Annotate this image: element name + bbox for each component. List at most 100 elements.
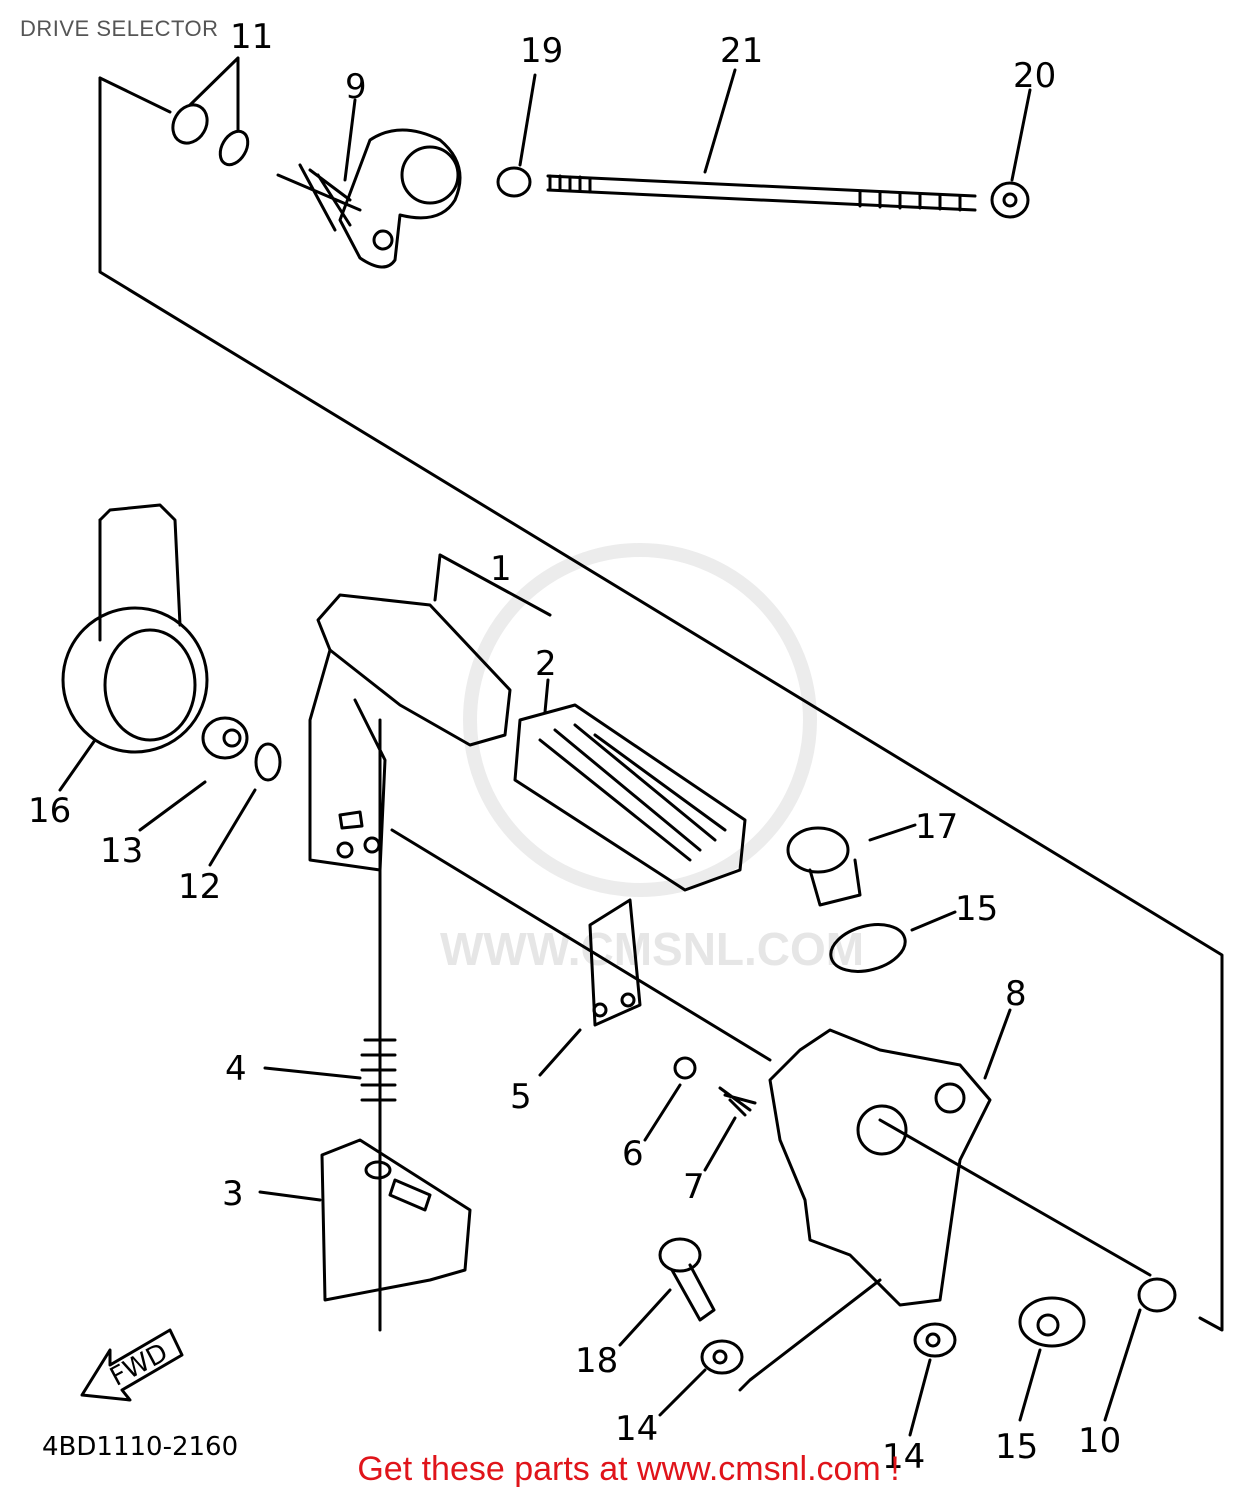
leader-line: [208, 788, 257, 867]
callout-part-14-left: 14: [615, 1409, 658, 1449]
leader-line: [658, 1368, 707, 1417]
callout-part-2: 2: [535, 644, 557, 684]
o-ring-part-11: [218, 129, 250, 167]
callout-part-18: 18: [575, 1341, 618, 1381]
leader-line: [188, 56, 240, 132]
leader-line: [983, 1008, 1012, 1080]
callout-part-5: 5: [510, 1077, 532, 1117]
washer-part-15: [1018, 1296, 1086, 1348]
callout-part-10: 10: [1078, 1421, 1121, 1461]
callout-part-16: 16: [28, 791, 71, 831]
handle-bracket-part-1: [308, 648, 387, 872]
callout-part-17: 17: [915, 807, 958, 847]
callout-part-11: 11: [230, 17, 273, 57]
bracket-hole: [336, 841, 354, 859]
washer-part-14: [913, 1322, 957, 1358]
fwd-label: FWD: [105, 1338, 173, 1393]
leader-line: [738, 1278, 882, 1392]
grip-ring-inner: [103, 628, 197, 742]
callout-part-6: 6: [622, 1134, 644, 1174]
leader-line: [908, 1358, 932, 1437]
plate-hole: [592, 1002, 608, 1018]
watermark: WWW.CMSNL.COM: [440, 543, 864, 975]
leader-line: [1018, 1348, 1042, 1422]
callout-part-13: 13: [100, 831, 143, 871]
leader-line: [1010, 88, 1032, 182]
callout-part-19: 19: [520, 31, 563, 71]
leader-line: [258, 1190, 322, 1202]
housing-hole: [934, 1082, 966, 1114]
leader-line: [868, 823, 917, 842]
handle-part-1: [316, 593, 512, 747]
leader-line: [98, 76, 172, 114]
drawing-code: 4BD1110-2160: [42, 1432, 238, 1462]
bolt-thread-part-17: [808, 858, 862, 907]
detent-hole: [364, 1160, 392, 1180]
bracket-hole: [363, 836, 381, 854]
leader-line: [138, 780, 207, 832]
nut-hole: [222, 728, 242, 748]
leader-line: [643, 1083, 682, 1142]
grip-part-2: [513, 703, 747, 892]
nut-part-20: [990, 181, 1030, 219]
spring-part-7: [718, 1086, 757, 1117]
assembly-axis-line: [390, 828, 772, 1062]
bolt-head-part-18: [658, 1237, 702, 1273]
rod-thread: [548, 174, 962, 212]
plate-hole: [620, 992, 636, 1008]
page-title: DRIVE SELECTOR: [20, 16, 219, 41]
rod-part-21: [546, 174, 977, 212]
washer-part-14: [700, 1339, 744, 1375]
callout-part-21: 21: [720, 31, 763, 71]
washer-hole: [712, 1349, 728, 1365]
callout-part-8: 8: [1005, 974, 1027, 1014]
callout-part-4: 4: [225, 1049, 247, 1089]
leader-line: [343, 98, 357, 182]
callout-part-7: 7: [683, 1167, 705, 1207]
housing-part-8: [768, 1028, 992, 1307]
leader-line: [263, 1066, 362, 1080]
leader-line: [58, 738, 97, 792]
leader-line: [910, 910, 957, 932]
leader-line: [538, 1028, 582, 1077]
grip-part-16: [98, 503, 182, 627]
bolt-head-part-17: [786, 826, 850, 874]
grip-ring-part-16: [61, 606, 209, 754]
o-ring-part-11: [171, 103, 209, 145]
assembly-axis-line: [878, 1118, 1152, 1277]
grip-ribs: [538, 723, 727, 862]
spring-part-9: [276, 163, 362, 232]
callout-part-14-right: 14: [882, 1437, 925, 1477]
leader-line: [703, 68, 737, 174]
shift-arm-hole: [372, 229, 394, 251]
leader-line: [1103, 1308, 1142, 1422]
washer-part-12: [254, 742, 282, 782]
detent-slot: [388, 1178, 432, 1212]
fwd-arrow-icon: [80, 1328, 184, 1402]
nut-part-19: [496, 166, 532, 198]
bolt-thread-part-18: [670, 1263, 716, 1322]
callout-part-15-top: 15: [955, 889, 998, 929]
callout-part-20: 20: [1013, 56, 1056, 96]
detent-part-3: [320, 1138, 472, 1302]
spring-part-4: [360, 1038, 397, 1102]
nut-part-13: [201, 716, 249, 760]
callout-part-1: 1: [490, 549, 512, 589]
washer-hole: [925, 1332, 941, 1348]
callout-part-12: 12: [178, 867, 221, 907]
leader-line: [703, 1116, 737, 1172]
bracket-slot: [338, 810, 364, 830]
callout-part-9: 9: [345, 67, 367, 107]
washer-part-10: [1137, 1277, 1177, 1313]
leader-line: [543, 678, 550, 714]
plate-part-5: [588, 898, 642, 1027]
nut-hole: [1002, 192, 1018, 208]
footer-link-text[interactable]: Get these parts at www.cmsnl.com !: [357, 1450, 900, 1488]
callout-part-3: 3: [222, 1174, 244, 1214]
leader-line: [433, 553, 552, 617]
leader-line: [518, 73, 537, 167]
watermark-text: WWW.CMSNL.COM: [440, 923, 864, 975]
housing-bore: [856, 1104, 908, 1156]
shift-arm-part-9: [338, 128, 462, 269]
leader-line: [618, 1288, 672, 1347]
